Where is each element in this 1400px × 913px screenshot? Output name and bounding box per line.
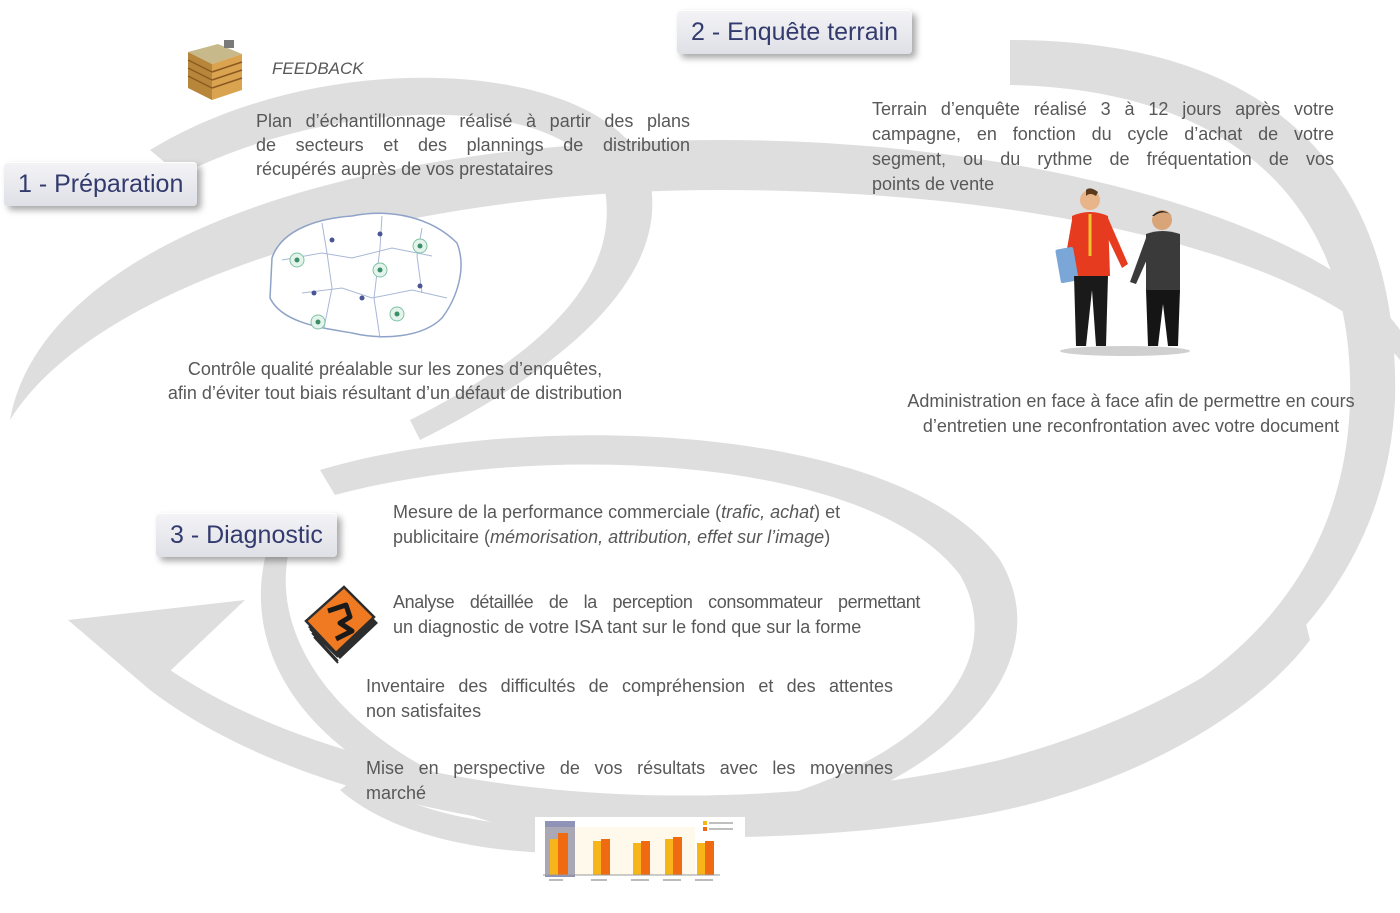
map-icon (269, 212, 462, 339)
step-3-diagnostic-label: 3 - Diagnostic (156, 513, 337, 557)
perspective-text-line2: marché (366, 783, 427, 803)
analyse-text-line1: Analyse détaillée de la perception conso… (393, 592, 920, 612)
bar-chart-icon (535, 817, 745, 887)
analyse-text-line2: un diagnostic de votre ISA tant sur le f… (393, 617, 862, 637)
control-text-line2: afin d’éviter tout biais résultant d’un … (167, 383, 623, 403)
performance-text-line2-b: ) (824, 527, 831, 547)
terrain-text-line2: campagne, en fonction du cycle d’achat d… (872, 124, 1334, 144)
people-icon (1055, 188, 1190, 356)
performance-text-line2-a: publicitaire ( (393, 527, 491, 547)
admin-text-line2: d’entretien une reconfrontation avec vot… (922, 416, 1340, 436)
performance-text-line1-italic: trafic, achat (721, 502, 815, 522)
terrain-text-line1: Terrain d’enquête réalisé 3 à 12 jours a… (872, 99, 1334, 119)
performance-text-line1-a: Mesure de la performance commerciale ( (393, 502, 722, 522)
performance-text-line1-b: ) et (814, 502, 841, 522)
step-2-enquete-terrain-label: 2 - Enquête terrain (677, 10, 913, 54)
terrain-text-line4: points de vente (872, 174, 995, 194)
step-1-preparation-label: 1 - Préparation (4, 162, 198, 206)
inventaire-text-line1: Inventaire des difficultés de compréhens… (366, 676, 893, 696)
performance-text-line1: Mesure de la performance commerciale (tr… (393, 500, 913, 524)
feedback-label: FEEDBACK (272, 59, 364, 78)
plan-text-line2: de secteurs et des plannings de distribu… (256, 135, 690, 155)
building-icon (187, 40, 243, 100)
perspective-text-line1: Mise en perspective de vos résultats ave… (366, 758, 893, 778)
inventaire-text-line2: non satisfaites (366, 701, 482, 721)
control-text-line1: Contrôle qualité préalable sur les zones… (187, 359, 603, 379)
plan-text-line1: Plan d’échantillonnage réalisé à partir … (256, 111, 690, 131)
terrain-text-line3: segment, ou du rythme de fréquentation d… (872, 149, 1334, 169)
admin-text-line1: Administration en face à face afin de pe… (907, 391, 1355, 411)
performance-text-line2: publicitaire (mémorisation, attribution,… (393, 525, 913, 549)
plan-text-line3: récupérés auprès de vos prestataires (256, 159, 554, 179)
book-icon (304, 585, 378, 664)
performance-text-line2-italic: mémorisation, attribution, effet sur l’i… (490, 527, 825, 547)
